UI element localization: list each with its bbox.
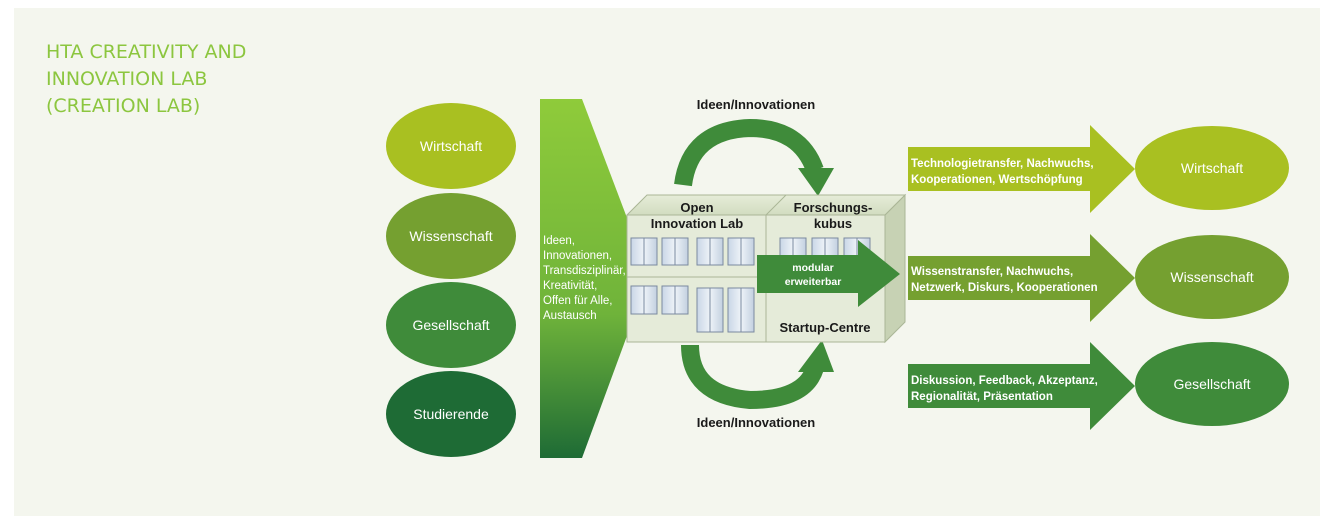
output-wissenschaft-line-2: Netzwerk, Diskurs, Kooperationen <box>911 282 1098 294</box>
target-wirtschaft-label: Wirtschaft <box>1181 160 1243 176</box>
open-lab-line-1: Open <box>680 200 713 215</box>
group-wissenschaft-ellipse <box>386 193 516 279</box>
funnel-line-1: Ideen, <box>543 235 575 247</box>
target-gesellschaft-label: Gesellschaft <box>1173 376 1250 392</box>
bottom-cycle-label: Ideen/Innovationen <box>697 415 816 430</box>
page-title: HTA CREATIVITY AND INNOVATION LAB (CREAT… <box>46 39 346 120</box>
title-line-1: HTA CREATIVITY AND <box>46 41 247 63</box>
target-wissenschaft-ellipse <box>1135 235 1289 319</box>
top-cycle-arrow <box>674 118 834 196</box>
funnel-line-2: Innovationen, <box>543 250 612 262</box>
target-gesellschaft-ellipse <box>1135 342 1289 426</box>
funnel-text: Ideen, Innovationen, Transdisziplinär, K… <box>543 235 626 322</box>
forschung-line-1: Forschungs- <box>794 200 873 215</box>
modular-line-2: erweiterbar <box>785 276 842 288</box>
output-wissenschaft-line-1: Wissenstransfer, Nachwuchs, <box>911 266 1073 278</box>
modular-line-1: modular <box>792 262 833 274</box>
group-studierende-label: Studierende <box>413 406 489 422</box>
input-funnel-arrow <box>540 99 649 458</box>
bottom-cycle-arrow <box>681 340 834 410</box>
output-arrow-wissenschaft <box>908 234 1135 322</box>
output-wirtschaft-line-2: Kooperationen, Wertschöpfung <box>911 174 1083 186</box>
output-gesellschaft-line-2: Regionalität, Präsentation <box>911 391 1053 403</box>
target-wissenschaft-label: Wissenschaft <box>1170 269 1253 285</box>
funnel-line-3: Transdisziplinär, <box>543 265 626 277</box>
funnel-line-5: Offen für Alle, <box>543 295 612 307</box>
top-cycle-label: Ideen/Innovationen <box>697 97 816 112</box>
funnel-line-4: Kreativität, <box>543 280 597 292</box>
funnel-line-6: Austausch <box>543 310 597 322</box>
group-wissenschaft-label: Wissenschaft <box>409 228 492 244</box>
target-wirtschaft-ellipse <box>1135 126 1289 210</box>
group-gesellschaft-ellipse <box>386 282 516 368</box>
output-arrow-gesellschaft <box>908 342 1135 430</box>
group-gesellschaft-label: Gesellschaft <box>412 317 489 333</box>
startup-centre-label: Startup-Centre <box>779 320 870 335</box>
group-studierende-ellipse <box>386 371 516 457</box>
group-wirtschaft-label: Wirtschaft <box>420 138 482 154</box>
output-gesellschaft-line-1: Diskussion, Feedback, Akzeptanz, <box>911 375 1098 387</box>
title-line-2: INNOVATION LAB <box>46 68 208 90</box>
forschung-line-2: kubus <box>814 216 852 231</box>
group-wirtschaft-ellipse <box>386 103 516 189</box>
output-arrow-wirtschaft <box>908 125 1135 213</box>
output-wirtschaft-line-1: Technologietransfer, Nachwuchs, <box>911 158 1094 170</box>
title-line-3: (CREATION LAB) <box>46 95 201 117</box>
open-lab-line-2: Innovation Lab <box>651 216 744 231</box>
lab-building: Open Innovation Lab Forschungs- kubus St… <box>625 193 907 344</box>
modular-arrow <box>757 240 900 307</box>
